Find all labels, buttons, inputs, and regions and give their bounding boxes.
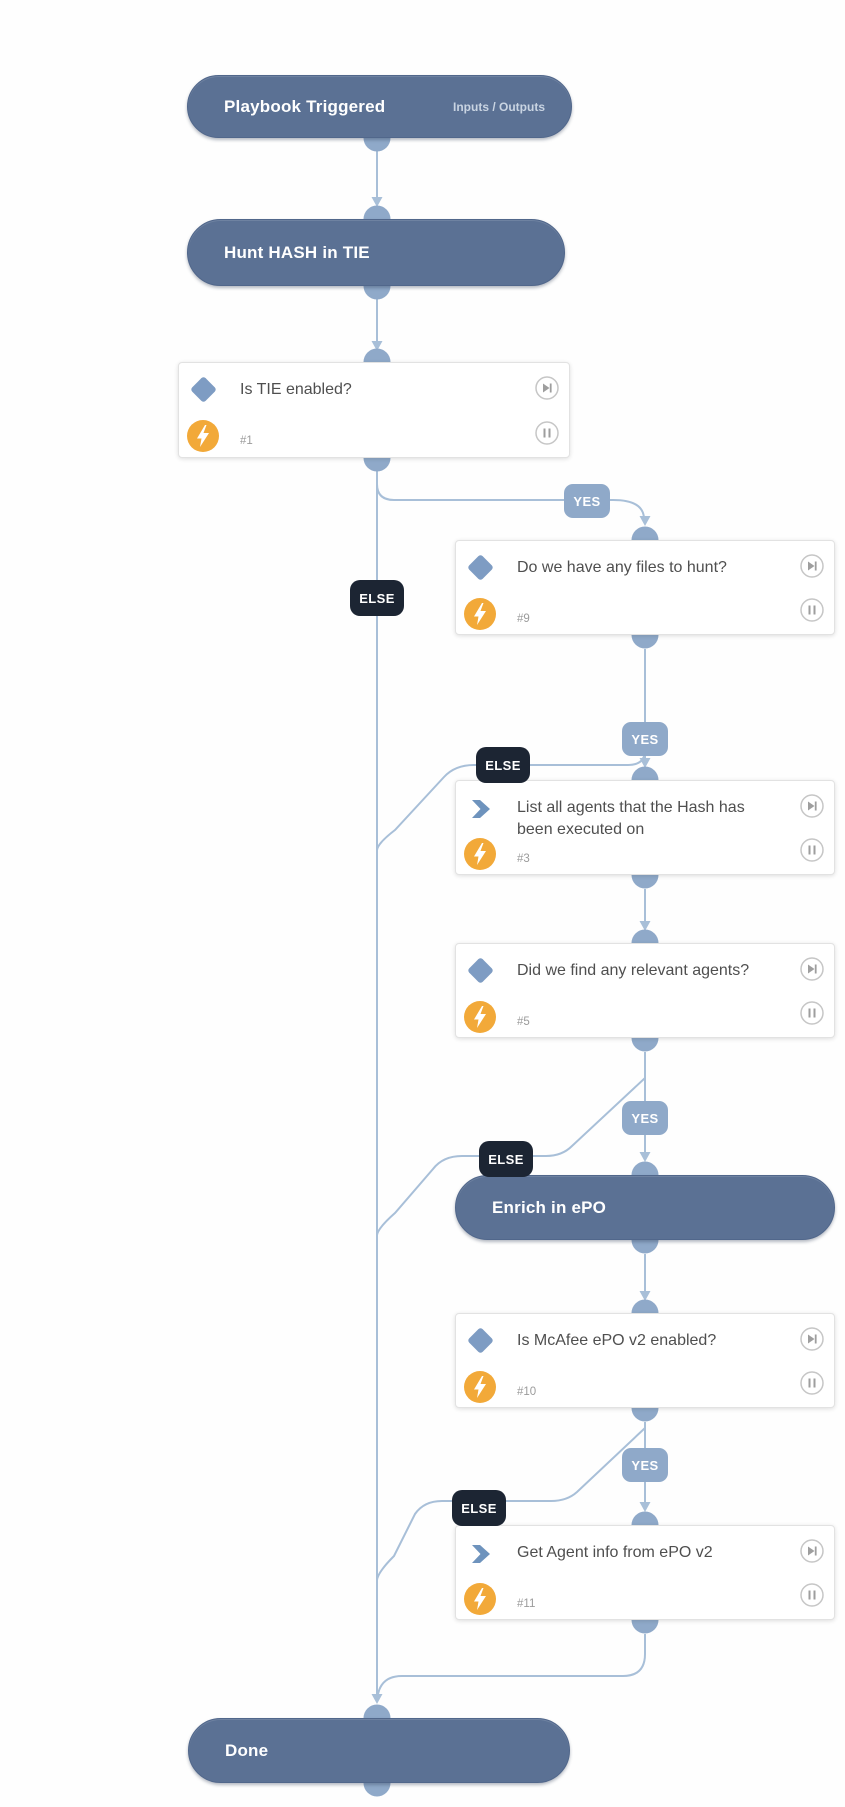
else-badge: ELSE <box>452 1490 506 1526</box>
task-number: #11 <box>517 1598 536 1610</box>
pause-icon[interactable] <box>535 421 559 445</box>
pause-icon[interactable] <box>800 1583 824 1607</box>
yes-badge-label: YES <box>631 1457 659 1473</box>
arrowhead <box>639 758 651 768</box>
lightning-icon <box>464 1371 496 1403</box>
skip-forward-icon[interactable] <box>800 554 824 578</box>
task-card-is-mcafee-epo-enabled[interactable]: Is McAfee ePO v2 enabled? #10 <box>455 1313 835 1408</box>
task-number: #1 <box>240 435 253 447</box>
diamond-condition-icon <box>467 1327 494 1354</box>
pause-icon[interactable] <box>800 1001 824 1025</box>
task-number: #10 <box>517 1386 537 1398</box>
else-badge-label: ELSE <box>488 1151 524 1167</box>
skip-forward-icon[interactable] <box>800 794 824 818</box>
node-enrich-in-epo[interactable]: Enrich in ePO <box>455 1175 835 1240</box>
arrowhead <box>639 516 651 526</box>
node-label: Done <box>225 1740 269 1760</box>
yes-badge: YES <box>622 1101 668 1135</box>
skip-forward-icon[interactable] <box>535 376 559 400</box>
node-done[interactable]: Done <box>188 1718 570 1783</box>
task-card-is-tie-enabled[interactable]: Is TIE enabled? #1 <box>178 362 570 458</box>
else-badge: ELSE <box>479 1141 533 1177</box>
task-number: #5 <box>517 1016 530 1028</box>
task-title: Get Agent info from ePO v2 <box>517 1544 713 1561</box>
yes-badge: YES <box>622 722 668 756</box>
yes-badge-label: YES <box>573 493 601 509</box>
arrowhead <box>371 1694 383 1704</box>
lightning-icon <box>464 598 496 630</box>
yes-badge: YES <box>564 484 610 518</box>
node-label: Hunt HASH in TIE <box>224 242 370 262</box>
connector-task11-to-done <box>377 1634 646 1695</box>
skip-forward-icon[interactable] <box>800 1539 824 1563</box>
skip-forward-icon[interactable] <box>800 1327 824 1351</box>
arrowhead <box>639 1152 651 1162</box>
task-card-get-agent-info[interactable]: Get Agent info from ePO v2 #11 <box>455 1525 835 1620</box>
task-number: #3 <box>517 853 530 865</box>
node-hunt-hash-in-tie[interactable]: Hunt HASH in TIE <box>187 219 565 286</box>
chevron-task-icon <box>472 1545 490 1563</box>
task-title: Is TIE enabled? <box>240 381 352 398</box>
else-badge-label: ELSE <box>485 757 521 773</box>
diamond-condition-icon <box>467 554 494 581</box>
task-card-did-we-find-agents[interactable]: Did we find any relevant agents? #5 <box>455 943 835 1038</box>
node-label: Enrich in ePO <box>492 1197 607 1217</box>
else-badge: ELSE <box>476 747 530 783</box>
task-title: Did we find any relevant agents? <box>517 962 750 979</box>
else-badge: ELSE <box>350 580 404 616</box>
lightning-icon <box>464 1583 496 1615</box>
pause-icon[interactable] <box>800 838 824 862</box>
task-card-do-we-have-files[interactable]: Do we have any files to hunt? #9 <box>455 540 835 635</box>
yes-badge-label: YES <box>631 731 659 747</box>
task-card-list-all-agents[interactable]: List all agents that the Hash has been e… <box>455 780 835 875</box>
inputs-outputs-link[interactable]: Inputs / Outputs <box>453 99 545 114</box>
arrowhead <box>371 341 383 351</box>
chevron-task-icon <box>472 800 490 818</box>
yes-badge-label: YES <box>631 1110 659 1126</box>
task-title: Do we have any files to hunt? <box>517 559 727 576</box>
connector-task9-else <box>376 749 646 851</box>
connector-lines <box>376 151 646 1697</box>
yes-badge: YES <box>622 1448 668 1482</box>
lightning-icon <box>187 420 219 452</box>
arrowhead <box>639 1291 651 1301</box>
node-playbook-triggered[interactable]: Playbook Triggered Inputs / Outputs <box>187 75 572 138</box>
else-badge-label: ELSE <box>359 590 395 606</box>
arrowheads <box>371 197 651 1704</box>
lightning-icon <box>464 838 496 870</box>
arrowhead <box>639 1502 651 1512</box>
skip-forward-icon[interactable] <box>800 957 824 981</box>
diamond-condition-icon <box>190 376 217 403</box>
diamond-condition-icon <box>467 957 494 984</box>
pause-icon[interactable] <box>800 598 824 622</box>
arrowhead <box>639 921 651 931</box>
task-title: Is McAfee ePO v2 enabled? <box>517 1332 717 1349</box>
node-label: Playbook Triggered <box>224 96 386 116</box>
connector-task5-else <box>376 1077 646 1236</box>
task-number: #9 <box>517 613 530 625</box>
pause-icon[interactable] <box>800 1371 824 1395</box>
connector-task1-yes <box>376 483 645 519</box>
connector-task10-else <box>376 1427 646 1581</box>
arrowhead <box>371 197 383 207</box>
task-title: List all agents that the Hash has been e… <box>517 799 745 838</box>
else-badge-label: ELSE <box>461 1500 497 1516</box>
lightning-icon <box>464 1001 496 1033</box>
